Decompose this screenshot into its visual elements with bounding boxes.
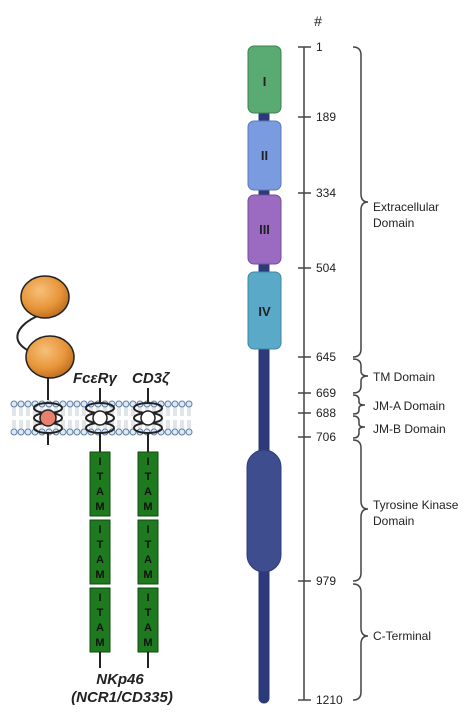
ruler-tick-label: 189 (316, 110, 336, 124)
itam-letter: M (95, 569, 104, 581)
ruler-tick-label: 645 (316, 350, 336, 364)
itam-letter: M (95, 637, 104, 649)
region-brackets (352, 46, 369, 701)
ig-domain-1 (20, 275, 70, 319)
ruler-tick-label: 334 (316, 186, 336, 200)
receptor-name: NKp46 (96, 671, 144, 688)
itam-letter: I (98, 524, 101, 536)
fce-gamma-label: FcεRγ (73, 370, 119, 387)
domain-ii (247, 120, 282, 191)
itam-letter: T (97, 539, 104, 551)
cd3-zeta-label: CD3ζ (132, 370, 170, 387)
itam-motif (137, 451, 159, 517)
itam-letter: T (97, 471, 104, 483)
domain-i-label: I (263, 74, 267, 89)
itam-letter: T (145, 471, 152, 483)
itam-letter: I (98, 592, 101, 604)
tm-charged-residue (39, 409, 57, 427)
region-labels: Extracellular Domain TM Domain JM-A Doma… (373, 200, 459, 643)
itam-letter: I (98, 456, 101, 468)
itam-letter: I (146, 524, 149, 536)
ruler-tick-label: 979 (316, 574, 336, 588)
extracellular-label-line2: Domain (373, 216, 414, 230)
kinase-label-line2: Domain (373, 514, 414, 528)
fcer-gamma-tm-helix (85, 388, 115, 452)
domain-iii (247, 194, 282, 265)
jm-a-domain-label: JM-A Domain (373, 399, 445, 413)
itam-letter: T (145, 607, 152, 619)
itam-letter: M (143, 637, 152, 649)
domain-ii-label: II (261, 148, 268, 163)
itam-letter: I (146, 456, 149, 468)
ruler-tick-label: 1210 (316, 693, 343, 707)
nkp46-tm-helix (33, 402, 63, 445)
itam-letter: M (143, 569, 152, 581)
ruler-tick-label: 504 (316, 261, 336, 275)
kinase-domain (246, 449, 282, 573)
itam-letter: T (145, 539, 152, 551)
itam-letter: A (144, 622, 152, 634)
itam-letter: A (96, 486, 104, 498)
itam-motif (89, 451, 111, 517)
domain-iv (247, 271, 282, 350)
ruler-tick-label: 688 (316, 406, 336, 420)
cd3-zeta-tm-helix (133, 388, 163, 452)
itam-letter: A (96, 554, 104, 566)
itam-letter: A (144, 486, 152, 498)
domain-iii-label: III (259, 222, 270, 237)
tm-domain-label: TM Domain (373, 370, 435, 384)
kinase-label-line1: Tyrosine Kinase (373, 498, 459, 512)
itam-letter: A (144, 554, 152, 566)
itam-motif (89, 519, 111, 585)
jm-b-domain-label: JM-B Domain (373, 422, 446, 436)
ruler-tick-label: 1 (316, 40, 323, 54)
itam-letter: T (97, 607, 104, 619)
ruler-tick-label: 706 (316, 430, 336, 444)
ruler-tick-label: 669 (316, 386, 336, 400)
itam-letter: I (146, 592, 149, 604)
itam-letter: M (143, 501, 152, 513)
itam-letter: M (95, 501, 104, 513)
receptor-aliases: (NCR1/CD335) (71, 689, 173, 706)
c-terminal-label: C-Terminal (373, 629, 431, 643)
residue-ruler: # 1 189 334 504 645 669 688 706 979 1210 (298, 13, 343, 707)
protein-schematic: I II III IV (246, 45, 282, 704)
domain-i (247, 45, 282, 114)
ig-domain-2 (25, 335, 75, 379)
extracellular-label-line1: Extracellular (373, 200, 439, 214)
itam-motif (137, 519, 159, 585)
domain-iv-label: IV (258, 304, 271, 319)
itam-letter: A (96, 622, 104, 634)
ruler-header: # (314, 13, 322, 29)
